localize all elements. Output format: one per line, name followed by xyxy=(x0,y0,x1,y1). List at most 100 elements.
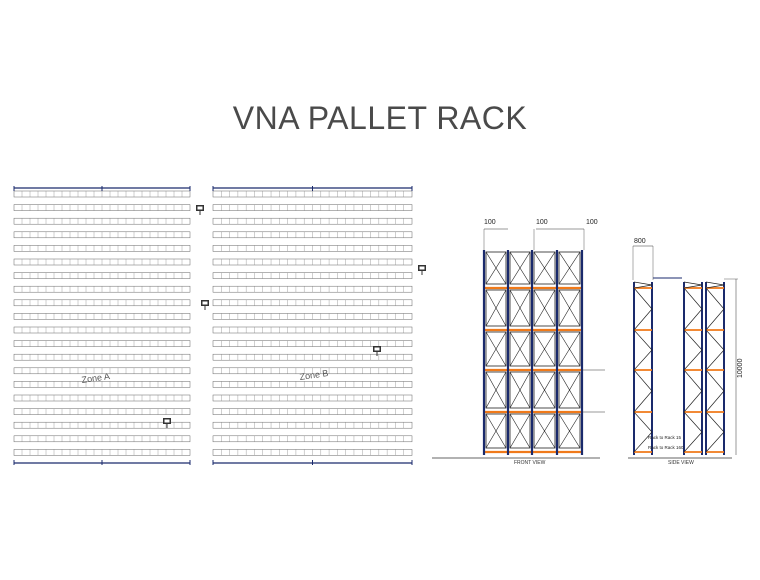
pallet-cross xyxy=(558,331,581,367)
side-view-label: SIDE VIEW xyxy=(668,460,694,466)
pallet-load xyxy=(509,251,531,285)
forklift-cab xyxy=(202,301,208,305)
brace xyxy=(633,281,653,286)
pallet-load xyxy=(558,371,581,409)
side-view xyxy=(628,245,738,459)
pallet-load xyxy=(485,413,507,449)
brace xyxy=(683,308,703,331)
pallet-cross xyxy=(509,413,531,449)
brace xyxy=(683,284,703,289)
forklift-cab xyxy=(419,266,425,270)
brace xyxy=(705,284,725,289)
brace xyxy=(705,281,725,286)
brace xyxy=(705,308,725,331)
pallet-cross xyxy=(509,289,531,327)
pallet-cross xyxy=(485,289,507,327)
brace xyxy=(683,287,703,310)
pallet-cross xyxy=(533,331,556,367)
brace xyxy=(633,287,653,310)
pallet-load xyxy=(558,331,581,367)
side-note-1: Rack to Rack 15 xyxy=(648,435,682,440)
brace xyxy=(705,390,725,413)
page-title: VNA PALLET RACK xyxy=(232,100,528,136)
forklift-icon xyxy=(201,300,209,310)
forklift-icon xyxy=(163,418,171,428)
pallet-load xyxy=(558,413,581,449)
side-frame-1 xyxy=(633,281,653,455)
pallet-cross xyxy=(558,289,581,327)
brace xyxy=(683,281,703,286)
zone-a-label: Zone A xyxy=(81,371,111,385)
pallet-load xyxy=(509,289,531,327)
pallet-cross xyxy=(509,251,531,285)
pallet-load xyxy=(509,413,531,449)
brace xyxy=(633,308,653,331)
pallet-load xyxy=(533,413,556,449)
pallet-cross xyxy=(509,371,531,409)
pallet-load xyxy=(509,331,531,367)
pallet-load xyxy=(485,289,507,327)
forklift-icon xyxy=(373,346,381,356)
pallet-load xyxy=(533,331,556,367)
pallet-cross xyxy=(485,371,507,409)
front-dim-1: 100 xyxy=(484,219,496,226)
zone-b-label: Zone B xyxy=(299,368,329,382)
brace xyxy=(633,329,653,351)
pallet-load xyxy=(558,251,581,285)
brace xyxy=(683,411,703,433)
plan-view xyxy=(13,186,426,465)
side-frame-2 xyxy=(683,281,703,455)
brace xyxy=(705,369,725,392)
side-note-2: Rack to Rack 160 xyxy=(648,445,684,450)
pallet-cross xyxy=(533,289,556,327)
side-depth-dim: 800 xyxy=(634,238,646,245)
pallet-load xyxy=(533,251,556,285)
brace xyxy=(705,349,725,371)
pallet-cross xyxy=(558,251,581,285)
pallet-load xyxy=(509,371,531,409)
pallet-load xyxy=(533,289,556,327)
pallet-cross xyxy=(533,413,556,449)
forklift-icon xyxy=(196,205,204,215)
pallet-cross xyxy=(558,371,581,409)
brace xyxy=(705,287,725,310)
brace xyxy=(683,390,703,413)
zone-b-racks xyxy=(212,186,413,465)
brace xyxy=(683,369,703,392)
pallet-cross xyxy=(558,413,581,449)
front-dim-2: 100 xyxy=(536,219,548,226)
front-view-label: FRONT VIEW xyxy=(514,460,546,466)
front-view xyxy=(432,228,605,459)
pallet-cross xyxy=(485,331,507,367)
zone-a-racks xyxy=(13,186,191,465)
brace xyxy=(633,349,653,371)
brace xyxy=(683,431,703,453)
brace xyxy=(705,411,725,433)
pallet-cross xyxy=(485,251,507,285)
brace xyxy=(633,369,653,392)
brace xyxy=(633,431,653,453)
pallet-cross xyxy=(533,251,556,285)
forklift-cab xyxy=(164,419,170,423)
forklift-icon xyxy=(418,265,426,275)
side-height-dim: 10000 xyxy=(737,358,744,378)
side-frame-3 xyxy=(705,281,725,455)
front-dim-3: 100 xyxy=(586,219,598,226)
brace xyxy=(633,411,653,433)
pallet-load xyxy=(485,371,507,409)
forklift-cab xyxy=(197,206,203,210)
pallet-cross xyxy=(485,413,507,449)
pallet-load xyxy=(533,371,556,409)
brace xyxy=(705,329,725,351)
brace xyxy=(683,349,703,371)
pallet-load xyxy=(485,251,507,285)
brace xyxy=(633,284,653,289)
pallet-cross xyxy=(533,371,556,409)
brace xyxy=(633,390,653,413)
pallet-load xyxy=(485,331,507,367)
pallet-cross xyxy=(509,331,531,367)
forklift-cab xyxy=(374,347,380,351)
pallet-load xyxy=(558,289,581,327)
brace xyxy=(705,431,725,453)
